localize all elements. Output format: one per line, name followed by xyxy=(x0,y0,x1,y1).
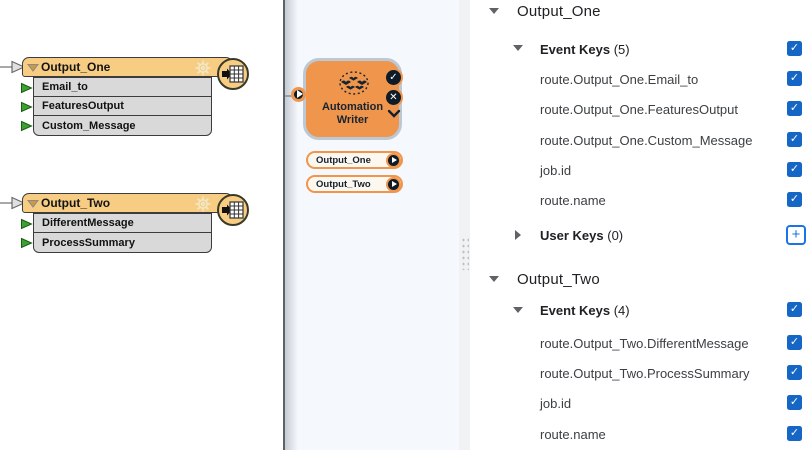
section-collapse-caret[interactable] xyxy=(489,276,499,282)
pill-label: Output_Two xyxy=(316,178,371,190)
chevron-down-icon[interactable] xyxy=(387,109,401,118)
table-arrow-icon xyxy=(222,65,244,83)
gear-icon[interactable] xyxy=(195,196,211,212)
input-port-icon[interactable] xyxy=(20,82,33,94)
event-keys-count: (5) xyxy=(613,42,630,57)
collapse-triangle-icon[interactable] xyxy=(27,199,39,208)
output-one-pill[interactable]: Output_One xyxy=(306,151,403,169)
table-output-badge[interactable] xyxy=(217,58,249,90)
key-label: route.Output_Two.ProcessSummary xyxy=(540,366,750,381)
input-port-icon[interactable] xyxy=(20,120,33,132)
output-port[interactable] xyxy=(386,176,401,192)
node-label-line2: Writer xyxy=(336,113,369,126)
panel-divider-shadow xyxy=(285,0,298,450)
user-keys-label: User Keys (0) xyxy=(540,228,623,243)
key-checkbox[interactable]: ✓ xyxy=(787,395,802,410)
play-icon xyxy=(391,157,397,163)
event-keys-label: Event Keys (4) xyxy=(540,303,630,318)
panel-resize-strip xyxy=(459,0,470,450)
field-label: DifferentMessage xyxy=(42,217,134,229)
event-keys-checkbox[interactable]: ✓ xyxy=(787,302,802,317)
event-keys-caret[interactable] xyxy=(513,307,523,313)
event-keys-text: Event Keys xyxy=(540,42,611,57)
user-keys-text: User Keys xyxy=(540,228,604,243)
key-checkbox[interactable]: ✓ xyxy=(787,365,802,380)
panel-drag-handle[interactable] xyxy=(461,237,469,270)
keys-panel xyxy=(470,0,810,450)
event-keys-text: Event Keys xyxy=(540,303,611,318)
node-input-port[interactable] xyxy=(291,86,306,102)
event-keys-label: Event Keys (5) xyxy=(540,42,630,57)
field-row: Custom_Message xyxy=(21,116,211,135)
success-badge[interactable]: ✓ xyxy=(384,68,403,87)
node-title: Output_One xyxy=(41,60,111,74)
key-label: job.id xyxy=(540,396,572,411)
input-connector-arrow xyxy=(0,60,26,74)
play-icon xyxy=(296,90,303,98)
node-output-one-fields: Email_to FeaturesOutput Custom_Message xyxy=(21,77,212,136)
key-checkbox[interactable]: ✓ xyxy=(787,101,802,116)
field-row: FeaturesOutput xyxy=(21,97,211,116)
input-port-icon[interactable] xyxy=(20,237,33,249)
swarm-icon xyxy=(339,71,369,95)
key-checkbox[interactable]: ✓ xyxy=(787,132,802,147)
user-keys-caret[interactable] xyxy=(515,230,521,240)
field-label: FeaturesOutput xyxy=(42,100,124,112)
key-label: route.Output_Two.DifferentMessage xyxy=(540,336,749,351)
key-checkbox[interactable]: ✓ xyxy=(787,192,802,207)
key-checkbox[interactable]: ✓ xyxy=(787,335,802,350)
node-output-one-header[interactable]: Output_One xyxy=(22,57,233,77)
table-output-badge[interactable] xyxy=(217,194,249,226)
table-arrow-icon xyxy=(222,201,244,219)
key-checkbox[interactable]: ✓ xyxy=(787,162,802,177)
node-title: Output_Two xyxy=(41,196,111,210)
panel-divider xyxy=(283,0,285,450)
node-label-line1: Automation xyxy=(321,101,384,113)
key-checkbox[interactable]: ✓ xyxy=(787,426,802,441)
event-keys-caret[interactable] xyxy=(513,45,523,51)
field-label: ProcessSummary xyxy=(42,236,135,249)
field-label: Email_to xyxy=(42,81,88,93)
key-label: route.name xyxy=(540,427,606,442)
key-checkbox[interactable]: ✓ xyxy=(787,71,802,86)
node-label: Automation Writer xyxy=(306,101,399,126)
section-title: Output_Two xyxy=(517,271,600,288)
key-label: route.name xyxy=(540,193,606,208)
input-port-icon[interactable] xyxy=(20,218,33,230)
field-row: Email_to xyxy=(21,78,211,97)
collapse-triangle-icon[interactable] xyxy=(27,63,39,72)
section-title: Output_One xyxy=(517,3,601,20)
key-label: route.Output_One.Email_to xyxy=(540,72,699,87)
play-icon xyxy=(391,181,397,187)
field-row: ProcessSummary xyxy=(21,233,211,252)
node-output-two-header[interactable]: Output_Two xyxy=(22,193,233,213)
error-badge[interactable]: ✕ xyxy=(384,88,403,107)
pill-label: Output_One xyxy=(316,154,371,166)
output-port[interactable] xyxy=(386,152,401,168)
input-connector-arrow xyxy=(0,196,26,210)
key-label: route.Output_One.FeaturesOutput xyxy=(540,102,739,117)
connector-stub xyxy=(285,95,294,97)
key-label: route.Output_One.Custom_Message xyxy=(540,133,753,148)
field-label: Custom_Message xyxy=(42,119,136,132)
event-keys-count: (4) xyxy=(613,303,630,318)
gear-icon[interactable] xyxy=(195,60,211,76)
input-port-icon[interactable] xyxy=(20,101,33,113)
section-collapse-caret[interactable] xyxy=(489,8,499,14)
event-keys-checkbox[interactable]: ✓ xyxy=(787,41,802,56)
user-keys-count: (0) xyxy=(607,228,624,243)
output-two-pill[interactable]: Output_Two xyxy=(306,175,403,193)
node-output-two-fields: DifferentMessage ProcessSummary xyxy=(21,213,212,253)
key-label: job.id xyxy=(540,163,572,178)
field-row: DifferentMessage xyxy=(21,214,211,233)
add-user-key-button[interactable]: + xyxy=(786,225,806,245)
